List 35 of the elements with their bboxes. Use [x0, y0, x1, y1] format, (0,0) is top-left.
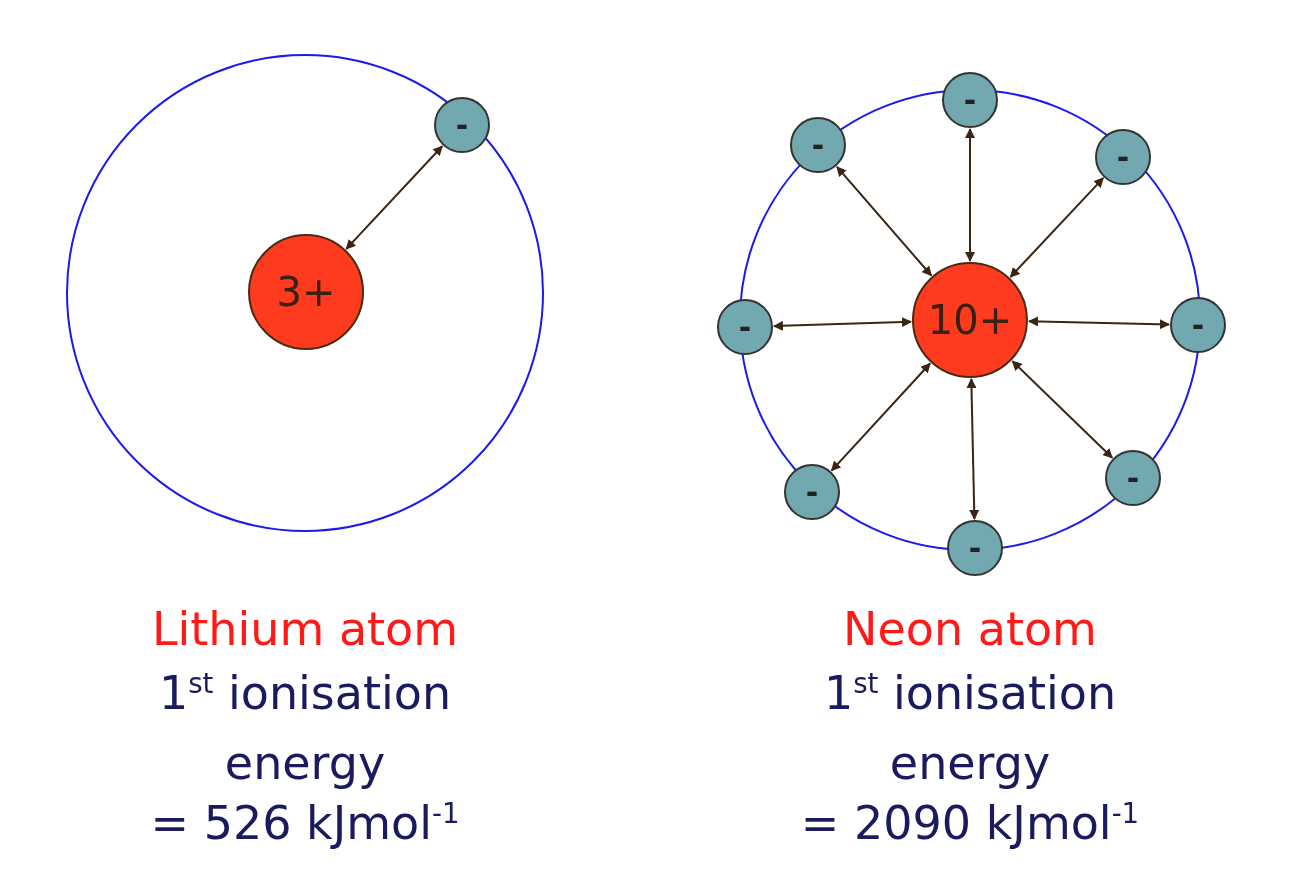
double-headed-arrow	[1011, 360, 1114, 459]
double-headed-arrow	[966, 378, 980, 520]
double-headed-arrow	[773, 317, 912, 331]
electron-charge: -	[963, 82, 977, 118]
double-headed-arrow	[830, 362, 932, 472]
electron-circle	[947, 520, 1003, 576]
double-headed-arrow	[965, 128, 975, 262]
electron-circle	[784, 464, 840, 520]
electron-charge: -	[455, 107, 469, 143]
ionisation-energy-text: 1$^{st}$ ionisation	[158, 670, 452, 717]
electron-circle	[1105, 450, 1161, 506]
electron-charge: -	[1116, 139, 1130, 175]
electron-circle	[1170, 297, 1226, 353]
ionisation-energy-value: = 526 kJmol$^{-1}$	[150, 800, 460, 847]
atom-name: Lithium atom	[151, 606, 459, 652]
ionisation-energy-text: 1$^{st}$ ionisation	[823, 670, 1117, 717]
atom-name: Neon atom	[843, 606, 1097, 652]
electron-circle	[1095, 129, 1151, 185]
nucleus-charge: 3+	[276, 269, 336, 315]
ionisation-energy-value: = 2090 kJmol$^{-1}$	[800, 800, 1140, 847]
electron-charge: -	[805, 474, 819, 510]
electron-circle	[434, 97, 490, 153]
electron-charge: -	[1126, 460, 1140, 496]
electron-charge: -	[1191, 307, 1205, 343]
double-headed-arrow	[1028, 316, 1170, 330]
double-headed-arrow	[345, 145, 444, 250]
electron-charge: -	[811, 127, 825, 163]
electron-charge: -	[968, 530, 982, 566]
electron-charge: -	[738, 309, 752, 345]
double-headed-arrow	[1009, 177, 1105, 278]
electron-circle	[790, 117, 846, 173]
electron-circle	[942, 72, 998, 128]
nucleus-charge: 10+	[927, 297, 1013, 343]
double-headed-arrow	[836, 165, 933, 277]
electron-circle	[717, 299, 773, 355]
